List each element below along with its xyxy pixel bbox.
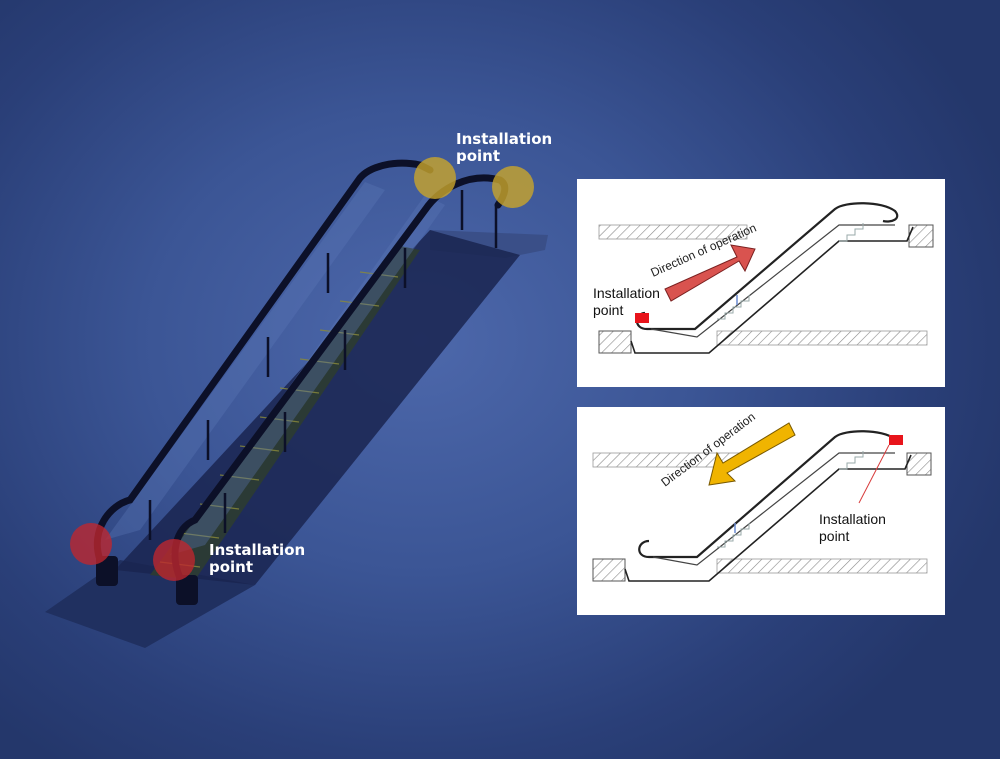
down-installation-label-line2: point bbox=[819, 528, 850, 544]
up-installation-sensor bbox=[635, 313, 649, 323]
up-installation-label-line1: Installation bbox=[593, 285, 660, 301]
top-installation-label-line2: point bbox=[456, 147, 501, 165]
balustrade-posts bbox=[148, 190, 498, 540]
top-installation-label-line1: Installation bbox=[456, 130, 553, 148]
bottom-installation-label-line2: point bbox=[209, 558, 254, 576]
right-newel-base bbox=[176, 575, 198, 605]
downward-operation-diagram: Direction of operation Installation poin… bbox=[577, 407, 945, 615]
lower-floor-left-slab bbox=[598, 330, 632, 354]
upward-truss-profile bbox=[630, 226, 914, 354]
down-direction-arrow bbox=[708, 422, 796, 486]
down-direction-text: Direction of operation bbox=[658, 410, 758, 490]
left-glass-balustrade bbox=[105, 182, 385, 540]
top-left-installation-marker bbox=[414, 157, 456, 199]
bottom-installation-label: Installation point bbox=[209, 542, 305, 576]
up-direction-arrow bbox=[664, 244, 756, 302]
down-installation-label: Installation point bbox=[819, 511, 886, 545]
downward-step-line bbox=[652, 452, 895, 566]
top-installation-label: Installation point bbox=[456, 131, 552, 165]
downward-step-marks bbox=[717, 451, 864, 548]
up-installation-label: Installation point bbox=[593, 285, 660, 319]
down-installation-label-line1: Installation bbox=[819, 511, 886, 527]
up-installation-label-line2: point bbox=[593, 302, 624, 318]
downward-truss-profile bbox=[624, 454, 912, 582]
bottom-right-installation-marker bbox=[153, 539, 195, 581]
left-newel-base bbox=[96, 556, 118, 586]
upward-operation-diagram: Direction of operation Installation poin… bbox=[577, 179, 945, 387]
lower-floor-right-slab bbox=[716, 330, 928, 346]
upward-step-line bbox=[650, 224, 895, 338]
upper-floor-left-slab bbox=[598, 224, 748, 240]
top-right-installation-marker bbox=[492, 166, 534, 208]
bottom-installation-label-line1: Installation bbox=[209, 541, 306, 559]
down-installation-sensor bbox=[889, 435, 903, 445]
downward-diagram-drawing: Direction of operation bbox=[592, 410, 932, 582]
upward-step-marks bbox=[717, 223, 864, 320]
downward-handrail-profile bbox=[638, 430, 896, 559]
down-installation-leader bbox=[858, 444, 890, 504]
down-lower-floor-left-slab bbox=[592, 558, 626, 582]
bottom-left-installation-marker bbox=[70, 523, 112, 565]
upward-diagram-drawing: Direction of operation bbox=[598, 202, 934, 354]
down-lower-floor-right-slab bbox=[716, 558, 928, 574]
